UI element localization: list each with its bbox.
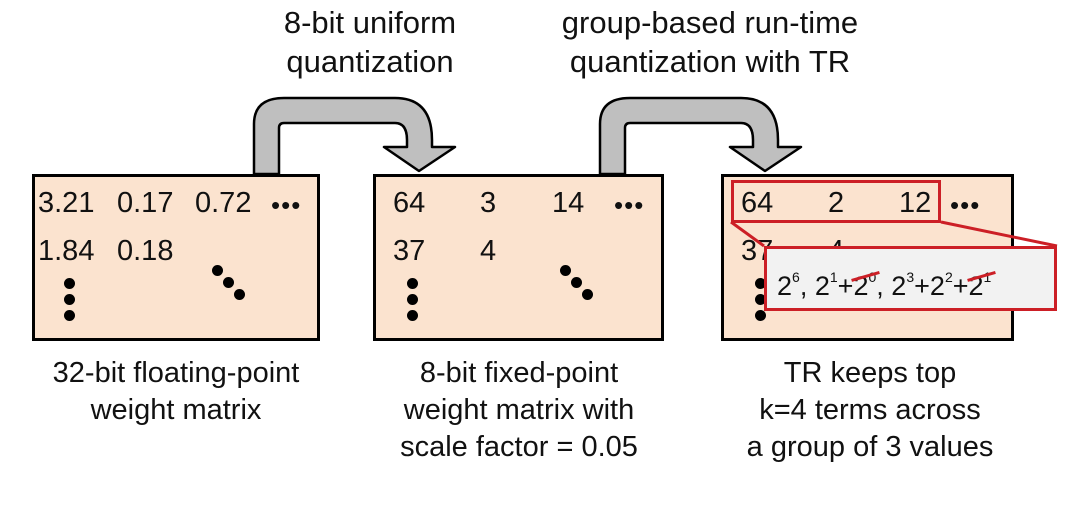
row-ellipsis: •••: [271, 190, 302, 220]
group-highlight: [731, 180, 941, 223]
dropped-term: 20: [851, 249, 881, 315]
caption-fixed-matrix: 8-bit fixed-point weight matrix with sca…: [400, 357, 638, 463]
matrix-cell: 3: [480, 187, 497, 219]
step-label-group-quantization: group-based run-time quantization with T…: [561, 5, 859, 79]
matrix-cell: 64: [393, 187, 426, 219]
dropped-term: 21: [966, 249, 996, 315]
quantization-arrow-1: [252, 96, 457, 176]
matrix-cell: 2: [828, 187, 845, 219]
row-ellipsis: •••: [950, 190, 981, 220]
matrix-cell: 12: [899, 187, 932, 219]
caption-float-matrix: 32-bit floating-point weight matrix: [52, 357, 300, 426]
matrix-cell: 3.21: [38, 187, 95, 219]
step-label-uniform-quantization: 8-bit uniform quantization: [283, 5, 457, 79]
matrix-cell: 4: [480, 235, 497, 267]
quantization-arrow-2: [598, 96, 803, 176]
matrix-cell: 0.18: [117, 235, 174, 267]
matrix-cell: 0.17: [117, 187, 174, 219]
matrix-cell: 64: [741, 187, 774, 219]
matrix-cell: 14: [552, 187, 585, 219]
matrix-cell: 1.84: [38, 235, 95, 267]
tr-terms-callout: 26, 21+20, 23+22+21: [764, 246, 1057, 311]
fixed-point-weight-matrix: 64 3 14 ••• 37 4: [373, 174, 664, 341]
matrix-cell: 0.72: [195, 187, 252, 219]
float-weight-matrix: 3.21 0.17 0.72 ••• 1.84 0.18: [32, 174, 320, 341]
caption-tr-matrix: TR keeps top k=4 terms across a group of…: [746, 357, 994, 463]
row-ellipsis: •••: [614, 190, 645, 220]
matrix-cell: 37: [393, 235, 426, 267]
